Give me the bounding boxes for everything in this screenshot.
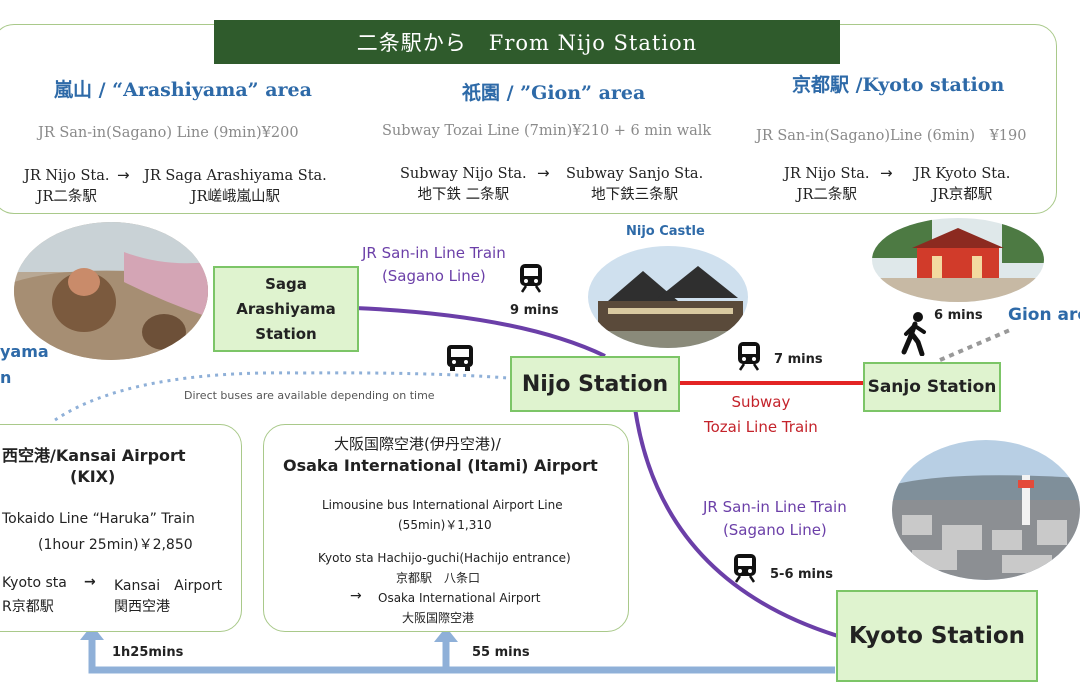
train-icon — [520, 264, 542, 293]
itami-stop-jp: 京都駅 八条口 — [396, 571, 481, 585]
itami-stop: Kyoto sta Hachijo-guchi(Hachijo entrance… — [318, 551, 571, 565]
kansai-arrow-line — [88, 635, 835, 674]
gion-from: Subway Nijo Sta. 地下鉄 二条駅 — [400, 166, 527, 203]
gion-area-title: 祇園 / ”Gion” area — [462, 82, 646, 104]
kansai-airport-box — [0, 424, 242, 632]
nijo-castle-photo — [588, 246, 748, 348]
kyoto-route: JR San-in(Sagano)Line (6min) ¥190 — [756, 128, 1027, 144]
gion-area-label: Gion are — [1008, 305, 1080, 325]
itami-dest-jp: 大阪国際空港 — [402, 611, 475, 625]
kansai-subtitle: (KIX) — [70, 467, 116, 486]
train-icon — [738, 342, 760, 371]
kyoto-from: JR Nijo Sta. JR二条駅 — [784, 166, 870, 203]
itami-bus-line: Limousine bus International Airport Line — [322, 498, 563, 512]
arrow-icon: → — [537, 164, 550, 182]
arashiyama-monkey-photo — [14, 222, 208, 360]
kansai-fare: (1hour 25min)￥2,850 — [38, 537, 193, 553]
arrow-icon: → — [880, 164, 893, 182]
kansai-title: 西空港/Kansai Airport — [2, 446, 186, 465]
arrow-icon: → — [84, 574, 96, 590]
arashiyama-from: JR Nijo Sta. JR二条駅 — [24, 168, 110, 205]
kansai-to-en: Kansai Airport — [114, 578, 223, 594]
itami-bus-fare: (55min)￥1,310 — [398, 518, 492, 532]
gion-route: Subway Tozai Line (7min)¥210 + 6 min wal… — [382, 123, 712, 139]
kansai-train: Tokaido Line “Haruka” Train — [2, 511, 195, 527]
kyoto-station: Kyoto Station — [836, 590, 1038, 682]
kyoto-to: JR Kyoto Sta. JR京都駅 — [914, 166, 1011, 203]
kansai-from-en: Kyoto sta — [2, 575, 67, 591]
seven-mins-label: 7 mins — [774, 352, 823, 367]
jr-line-top-label: JR San-in Line Train (Sagano Line) — [362, 244, 506, 285]
six-mins-label: 6 mins — [934, 308, 983, 323]
itami-title-en: Osaka International (Itami) Airport — [283, 456, 598, 475]
gion-to: Subway Sanjo Sta. 地下鉄三条駅 — [566, 166, 704, 203]
train-icon — [734, 554, 756, 583]
five-six-mins-label: 5-6 mins — [770, 567, 834, 582]
saga-arashiyama-station: Saga Arashiyama Station — [213, 266, 359, 352]
kansai-mins-label: 1h25mins — [112, 645, 184, 660]
walk-line — [939, 328, 1011, 362]
kyoto-tower-photo — [892, 440, 1080, 580]
itami-airport-box — [263, 424, 629, 632]
nijo-station: Nijo Station — [510, 356, 680, 412]
arashiyama-to: JR Saga Arashiyama Sta. JR嵯峨嵐山駅 — [144, 168, 327, 205]
kansai-arrow-head — [80, 625, 104, 640]
nine-mins-label: 9 mins — [510, 303, 559, 318]
jr-line-top — [354, 306, 606, 358]
banner-title: 二条駅から From Nijo Station — [214, 20, 840, 64]
bus-icon — [447, 345, 473, 371]
subway-label: Subway Tozai Line Train — [704, 393, 818, 436]
arrow-icon: → — [350, 588, 362, 604]
arashiyama-label: yama — [0, 342, 49, 361]
walking-person-icon — [901, 312, 926, 356]
kansai-from-jp: R京都駅 — [2, 599, 54, 615]
jr-line-bottom-label: JR San-in Line Train (Sagano Line) — [703, 498, 847, 539]
itami-title-jp: 大阪国際空港(伊丹空港)/ — [334, 435, 501, 453]
kyoto-area-title: 京都駅 /Kyoto station — [792, 74, 1005, 96]
arashiyama-area-title: 嵐山 / “Arashiyama” area — [54, 79, 312, 101]
itami-mins-label: 55 mins — [472, 645, 530, 660]
sanjo-station: Sanjo Station — [863, 362, 1001, 412]
arrow-icon: → — [117, 166, 130, 184]
arashiyama-route: JR San-in(Sagano) Line (9min)¥200 — [38, 125, 299, 141]
jr-line-bottom — [633, 407, 839, 638]
itami-arrow-head — [434, 627, 458, 642]
direct-buses-note: Direct buses are available depending on … — [184, 389, 435, 402]
yasaka-shrine-photo — [872, 218, 1044, 302]
itami-dest: Osaka International Airport — [378, 591, 541, 605]
kansai-to-jp: 関西空港 — [114, 599, 170, 615]
arashiyama-label-2: n — [0, 368, 12, 387]
bus-line — [54, 371, 509, 422]
nijo-castle-label: Nijo Castle — [626, 224, 705, 239]
